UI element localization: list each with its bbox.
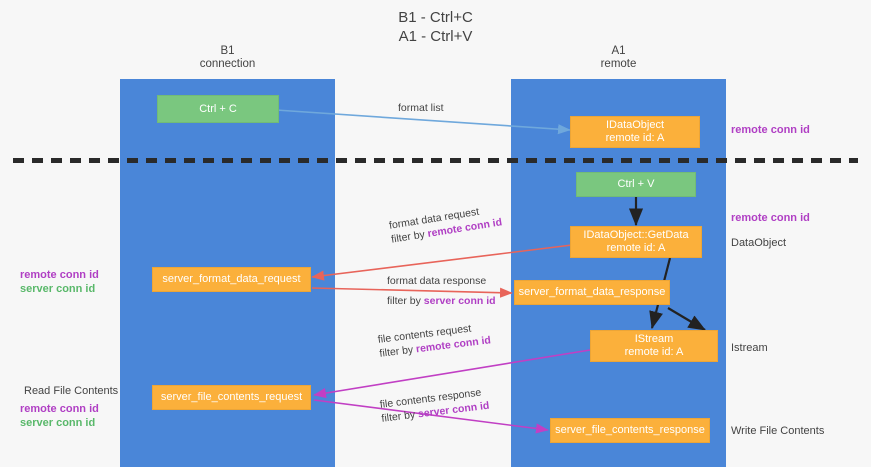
- title-line-2: A1 - Ctrl+V: [398, 28, 473, 45]
- phase-separator: [13, 158, 858, 163]
- edge-label-format-data-response-filter: filter by server conn id: [387, 294, 496, 308]
- node-dataobject-remote-line1: IDataObject: [605, 119, 665, 131]
- filter-prefix: filter by: [380, 408, 419, 425]
- node-server-file-contents-request[interactable]: server_file_contents_request: [152, 385, 311, 410]
- right-label-remote-conn-id-top: remote conn id: [731, 124, 810, 136]
- left-label-server-conn-id-bottom: server conn id: [20, 417, 96, 429]
- page-title: B1 - Ctrl+C A1 - Ctrl+V: [0, 8, 871, 46]
- column-header-a1-name: A1: [611, 45, 626, 57]
- filter-key-server-conn-id: server conn id: [423, 295, 496, 307]
- node-dataobject-remote-line2: remote id: A: [605, 132, 665, 144]
- node-server-format-data-response[interactable]: server_format_data_response: [514, 280, 670, 305]
- edge-label-format-list: format list: [398, 102, 444, 114]
- right-label-istream: Istream: [731, 342, 768, 354]
- node-server-file-contents-response[interactable]: server_file_contents_response: [550, 418, 710, 443]
- node-dataobject-remote[interactable]: IDataObject remote id: A: [570, 116, 700, 148]
- filter-prefix: filter by: [378, 343, 417, 360]
- edge-label-format-data-response: format data response filter by server co…: [387, 274, 496, 308]
- left-label-group-bottom: remote conn id server conn id: [20, 402, 99, 430]
- left-label-group-mid: remote conn id server conn id: [20, 268, 99, 296]
- column-header-b1-role: connection: [199, 58, 256, 70]
- left-label-server-conn-id: server conn id: [20, 283, 96, 295]
- column-header-a1: A1 remote: [511, 45, 726, 71]
- node-istream-line1: IStream: [634, 333, 674, 345]
- node-server-file-contents-response-label: server_file_contents_response: [555, 424, 705, 436]
- node-getdata-line2: remote id: A: [606, 242, 666, 254]
- node-getdata-line1: IDataObject::GetData: [583, 229, 689, 241]
- edge-label-file-contents-request: file contents request filter by remote c…: [377, 319, 492, 360]
- right-label-write-file-contents: Write File Contents: [731, 425, 825, 437]
- right-label-dataobject: DataObject: [731, 237, 787, 249]
- node-ctrl-c-label: Ctrl + C: [199, 102, 237, 115]
- node-ctrl-c[interactable]: Ctrl + C: [157, 95, 279, 123]
- node-istream[interactable]: IStream remote id: A: [590, 330, 718, 362]
- node-istream-line2: remote id: A: [624, 346, 684, 358]
- edge-label-format-data-request: format data request filter by remote con…: [388, 201, 503, 246]
- column-header-a1-role: remote: [600, 58, 637, 70]
- node-getdata[interactable]: IDataObject::GetData remote id: A: [570, 226, 702, 258]
- node-ctrl-v-label: Ctrl + V: [617, 178, 655, 190]
- left-label-remote-conn-id: remote conn id: [20, 269, 99, 281]
- node-ctrl-v[interactable]: Ctrl + V: [576, 172, 696, 197]
- filter-prefix: filter by: [387, 295, 424, 307]
- column-header-b1-name: B1: [220, 45, 235, 57]
- left-label-read-file-contents: Read File Contents: [24, 385, 119, 397]
- title-line-1: B1 - Ctrl+C: [398, 9, 473, 26]
- edge-label-file-contents-response: file contents response filter by server …: [379, 385, 490, 426]
- left-label-remote-conn-id-bottom: remote conn id: [20, 403, 99, 415]
- edge-label-format-data-response-main: format data response: [387, 275, 487, 287]
- node-server-file-contents-request-label: server_file_contents_request: [160, 391, 303, 403]
- node-server-format-data-request[interactable]: server_format_data_request: [152, 267, 311, 292]
- node-server-format-data-response-label: server_format_data_response: [518, 286, 666, 298]
- right-label-remote-conn-id-mid: remote conn id: [731, 212, 810, 224]
- column-header-b1: B1 connection: [120, 45, 335, 71]
- node-server-format-data-request-label: server_format_data_request: [162, 273, 301, 285]
